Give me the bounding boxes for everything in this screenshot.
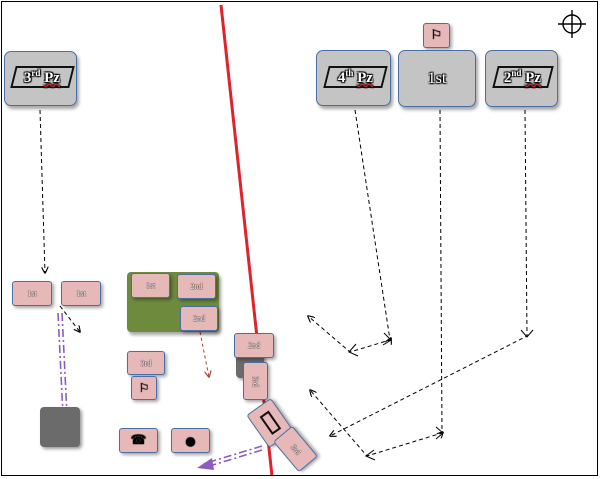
- fourth-pz-frame: 4th Pz: [323, 66, 388, 88]
- phone-icon: ☎: [130, 433, 147, 448]
- third-diag-label: 3rd: [288, 442, 303, 456]
- red-arrow-down: [199, 331, 209, 377]
- unit-second-front: 2nd: [234, 333, 274, 358]
- arrow-4th-pz: [308, 109, 391, 353]
- second-pz-ord: nd: [511, 67, 522, 78]
- flag-icon: ⚐: [430, 28, 443, 43]
- third-pz-pz: Pz: [44, 69, 61, 86]
- second-pz-pz: Pz: [525, 69, 542, 86]
- hq-first: 1st: [398, 50, 476, 107]
- unit-olive-1st: 1st: [131, 273, 170, 298]
- arrowhead-1st-low: [365, 449, 376, 461]
- fourth-pz-ord: th: [345, 67, 354, 78]
- unit-third-front-vertical: 3rd: [243, 362, 268, 400]
- unit-left-1st-b: 1st: [61, 281, 101, 306]
- unit-third-mid: 3rd: [127, 351, 165, 375]
- flag-unit-top: ⚐: [423, 23, 450, 48]
- ball-icon: ●: [185, 433, 196, 448]
- third-pz-ord: rd: [31, 67, 41, 78]
- flag-unit-mid: ⚐: [131, 376, 157, 400]
- crosshair-icon: [558, 10, 586, 38]
- unit-olive-2nd-a: 2nd: [177, 274, 216, 299]
- fourth-pz-pz: Pz: [357, 69, 374, 86]
- purple-arrow-left: [197, 458, 214, 470]
- arrowhead-1st-mid: [435, 426, 444, 440]
- second-pz-frame: 2nd Pz: [492, 66, 554, 88]
- arrowhead-2nd-mid: [520, 329, 534, 338]
- arrowhead-4th-mid: [382, 332, 392, 346]
- unit-gray-bottom-left: [40, 407, 80, 447]
- unit-left-1st-a: 1st: [12, 281, 52, 306]
- arrow-3rd-pz: [39, 109, 45, 273]
- unit-phone: ☎: [119, 428, 158, 453]
- arrow-2nd-pz: [330, 109, 528, 436]
- flag-icon: ⚐: [138, 381, 150, 395]
- unit-ball: ●: [171, 428, 210, 453]
- arrow-1st: [310, 109, 443, 457]
- unit-olive-2nd-b: 2nd: [180, 306, 218, 331]
- third-pz-frame: 3rd Pz: [10, 66, 75, 88]
- gun-icon: [259, 410, 281, 436]
- arrowhead-4th-low: [348, 343, 359, 357]
- fourth-pz-num: 4: [337, 69, 346, 86]
- hq-first-label: 1st: [427, 69, 447, 87]
- hq-third-pz: 3rd Pz: [4, 51, 77, 106]
- third-front-label: 3rd: [250, 375, 260, 387]
- hq-fourth-pz: 4th Pz: [316, 50, 391, 106]
- hq-second-pz: 2nd Pz: [485, 50, 558, 107]
- arrow-left-1st: [59, 305, 80, 332]
